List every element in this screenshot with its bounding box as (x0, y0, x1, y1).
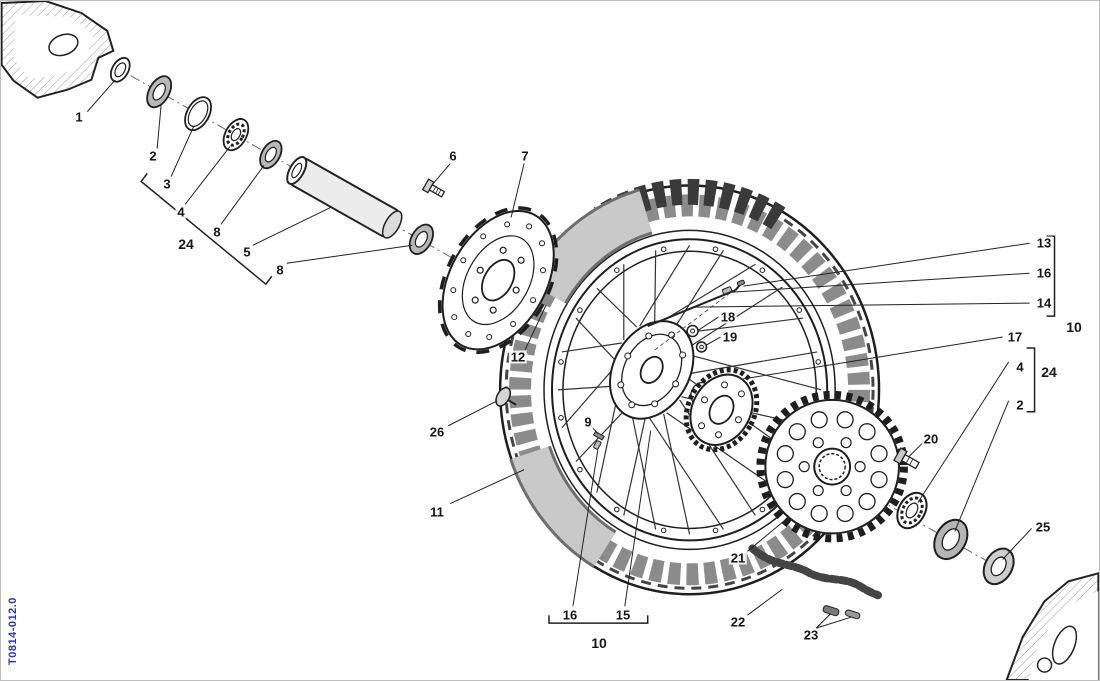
tire-tread (509, 194, 871, 586)
washer-1 (109, 56, 131, 83)
plug-26 (495, 386, 517, 407)
bracket-24-left (140, 173, 273, 286)
disc-bolt-6 (421, 178, 446, 198)
spoke-kit-parts (592, 279, 745, 450)
circlip-3 (184, 96, 212, 132)
axle-and-seal-parts (109, 56, 446, 255)
spoke-14 (647, 289, 736, 327)
nipple-13 (736, 279, 745, 287)
nut-19 (695, 341, 708, 353)
screw-9 (592, 430, 605, 441)
bolt-20 (893, 447, 920, 470)
swingarm-fragment-bottom-right (1005, 572, 1099, 680)
nipple-16 (721, 286, 733, 295)
washer-18 (686, 324, 699, 338)
leader-lines (86, 79, 1032, 629)
rim-band-lower (509, 445, 617, 568)
disc-vent-holes (450, 221, 547, 341)
hub-assembly (608, 320, 760, 453)
sprocket-carrier-teeth (683, 367, 760, 453)
right-bearing-parts (893, 447, 1015, 586)
drawing-number: T0814-012.0 (7, 597, 19, 665)
chain-master-links (822, 605, 861, 620)
bracket-10-right (1046, 235, 1056, 317)
group-brackets (140, 173, 1056, 624)
chain (748, 544, 883, 600)
disc-bolt-holes (471, 246, 525, 314)
rear-sprocket (756, 390, 908, 543)
swingarm-fragment-top-left (1, 1, 115, 99)
rim-band-upper (525, 188, 654, 305)
axle-spacer-5 (286, 156, 403, 239)
nipple-16b (593, 440, 602, 450)
bracket-10-bottom (548, 615, 649, 624)
brake-disc (437, 206, 559, 355)
bracket-24-right (1026, 347, 1036, 413)
rim (550, 238, 829, 542)
sprocket-teeth (756, 390, 908, 543)
